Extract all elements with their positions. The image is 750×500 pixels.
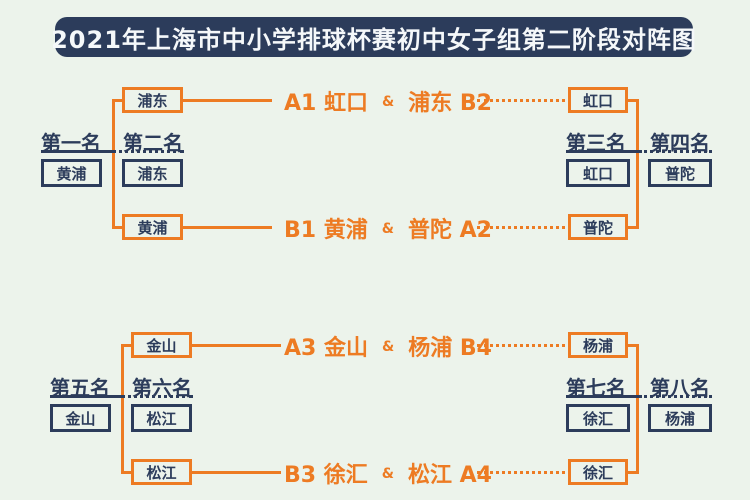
rank-text: 第三名 xyxy=(566,131,626,155)
match-label: A3 金山 & 杨浦 B4 xyxy=(284,332,492,361)
result-box: 徐汇 xyxy=(566,404,630,432)
team-name: 浦东 xyxy=(137,164,168,183)
seed-box: 杨浦 xyxy=(568,332,628,358)
seed-box: 普陀 xyxy=(568,214,628,240)
rank-text: 第七名 xyxy=(566,376,626,400)
rank-label: 第五名 xyxy=(50,372,122,400)
rank-label: 第二名 xyxy=(112,127,184,155)
match-label: B3 徐汇 & 松江 A4 xyxy=(284,459,492,488)
bracket-section-bottom: 金山 松江 第五名 第六名 金山 松江 A3 金山 & 杨浦 B4 xyxy=(0,332,750,500)
bracket-line xyxy=(121,344,281,347)
right-bracket-cluster: 杨浦 徐汇 第七名 第八名 徐汇 杨浦 xyxy=(0,332,750,500)
bracket-line xyxy=(112,226,272,229)
bracket-line xyxy=(121,471,281,474)
match-left-team: B3 徐汇 xyxy=(284,462,368,488)
result-box: 杨浦 xyxy=(648,404,712,432)
bracket-section-top: 浦东 黄浦 第一名 第二名 黄浦 浦东 A1 虹口 & 浦东 B2 xyxy=(0,87,750,259)
team-name: 普陀 xyxy=(664,164,695,183)
match-left-team: A1 虹口 xyxy=(284,90,368,116)
match-right-team: 杨浦 B4 xyxy=(408,335,492,361)
page-title: 2021年上海市中小学排球杯赛初中女子组第二阶段对阵图 xyxy=(51,25,697,54)
left-bracket-cluster: 金山 松江 第五名 第六名 金山 松江 xyxy=(9,332,750,500)
match-left-team: A3 金山 xyxy=(284,335,368,361)
result-box: 金山 xyxy=(50,404,111,432)
team-name: 普陀 xyxy=(582,218,613,237)
right-bracket-cluster: 虹口 普陀 第三名 第四名 虹口 普陀 xyxy=(0,87,750,259)
team-name: 黄浦 xyxy=(56,164,87,183)
match-left-team: B1 黄浦 xyxy=(284,217,368,243)
dotted-connector-line xyxy=(477,344,565,347)
match-right-team: 普陀 A2 xyxy=(407,217,492,243)
result-box: 黄浦 xyxy=(41,159,102,187)
team-name: 杨浦 xyxy=(664,409,695,428)
seed-box: 金山 xyxy=(131,332,192,358)
rank-text: 第四名 xyxy=(650,131,710,155)
bracket-line xyxy=(624,471,639,474)
match-label: A1 虹口 & 浦东 B2 xyxy=(284,87,492,116)
result-box: 浦东 xyxy=(122,159,183,187)
seed-box: 黄浦 xyxy=(122,214,183,240)
dotted-connector-line xyxy=(477,99,565,102)
rank-label: 第八名 xyxy=(639,372,712,400)
rank-text: 第二名 xyxy=(123,131,183,155)
versus-symbol: & xyxy=(382,93,395,110)
rank-label: 第三名 xyxy=(566,127,639,155)
rank-label: 第六名 xyxy=(121,372,193,400)
team-name: 松江 xyxy=(146,409,177,428)
bracket-line xyxy=(121,344,124,474)
left-bracket-cluster: 浦东 黄浦 第一名 第二名 黄浦 浦东 xyxy=(0,87,750,259)
match-right-team: 浦东 B2 xyxy=(408,90,492,116)
dotted-connector-line xyxy=(477,226,565,229)
seed-box: 徐汇 xyxy=(568,459,628,485)
bracket-line xyxy=(624,226,639,229)
bracket-line xyxy=(112,99,115,229)
bracket-line xyxy=(112,99,272,102)
match-right-team: 松江 A4 xyxy=(407,462,492,488)
result-box: 普陀 xyxy=(648,159,712,187)
team-name: 徐汇 xyxy=(582,409,613,428)
rank-text: 第一名 xyxy=(41,131,101,155)
team-name: 徐汇 xyxy=(582,463,613,482)
rank-text: 第六名 xyxy=(132,376,192,400)
team-name: 金山 xyxy=(65,409,96,428)
versus-symbol: & xyxy=(381,465,394,482)
result-box: 虹口 xyxy=(566,159,630,187)
bracket-line xyxy=(636,99,639,229)
rank-text: 第八名 xyxy=(650,376,710,400)
title-banner: 2021年上海市中小学排球杯赛初中女子组第二阶段对阵图 xyxy=(51,17,696,57)
team-name: 虹口 xyxy=(582,91,613,110)
seed-box: 松江 xyxy=(131,459,192,485)
team-name: 松江 xyxy=(146,463,177,482)
rank-label: 第七名 xyxy=(566,372,639,400)
team-name: 金山 xyxy=(146,336,177,355)
rank-text: 第五名 xyxy=(50,376,110,400)
matches-cluster: A3 金山 & 杨浦 B4 B3 徐汇 & 松江 A4 xyxy=(0,332,750,500)
team-name: 浦东 xyxy=(137,91,168,110)
team-name: 杨浦 xyxy=(582,336,613,355)
seed-box: 浦东 xyxy=(122,87,183,113)
versus-symbol: & xyxy=(382,338,395,355)
dotted-connector-line xyxy=(477,471,565,474)
versus-symbol: & xyxy=(381,220,394,237)
bracket-line xyxy=(636,344,639,474)
match-label: B1 黄浦 & 普陀 A2 xyxy=(284,214,492,243)
team-name: 黄浦 xyxy=(137,218,168,237)
team-name: 虹口 xyxy=(582,164,613,183)
result-box: 松江 xyxy=(131,404,192,432)
rank-label: 第一名 xyxy=(41,127,113,155)
rank-label: 第四名 xyxy=(639,127,712,155)
bracket-line xyxy=(624,344,639,347)
bracket-line xyxy=(624,99,639,102)
seed-box: 虹口 xyxy=(568,87,628,113)
matches-cluster: A1 虹口 & 浦东 B2 B1 黄浦 & 普陀 A2 xyxy=(0,87,750,259)
